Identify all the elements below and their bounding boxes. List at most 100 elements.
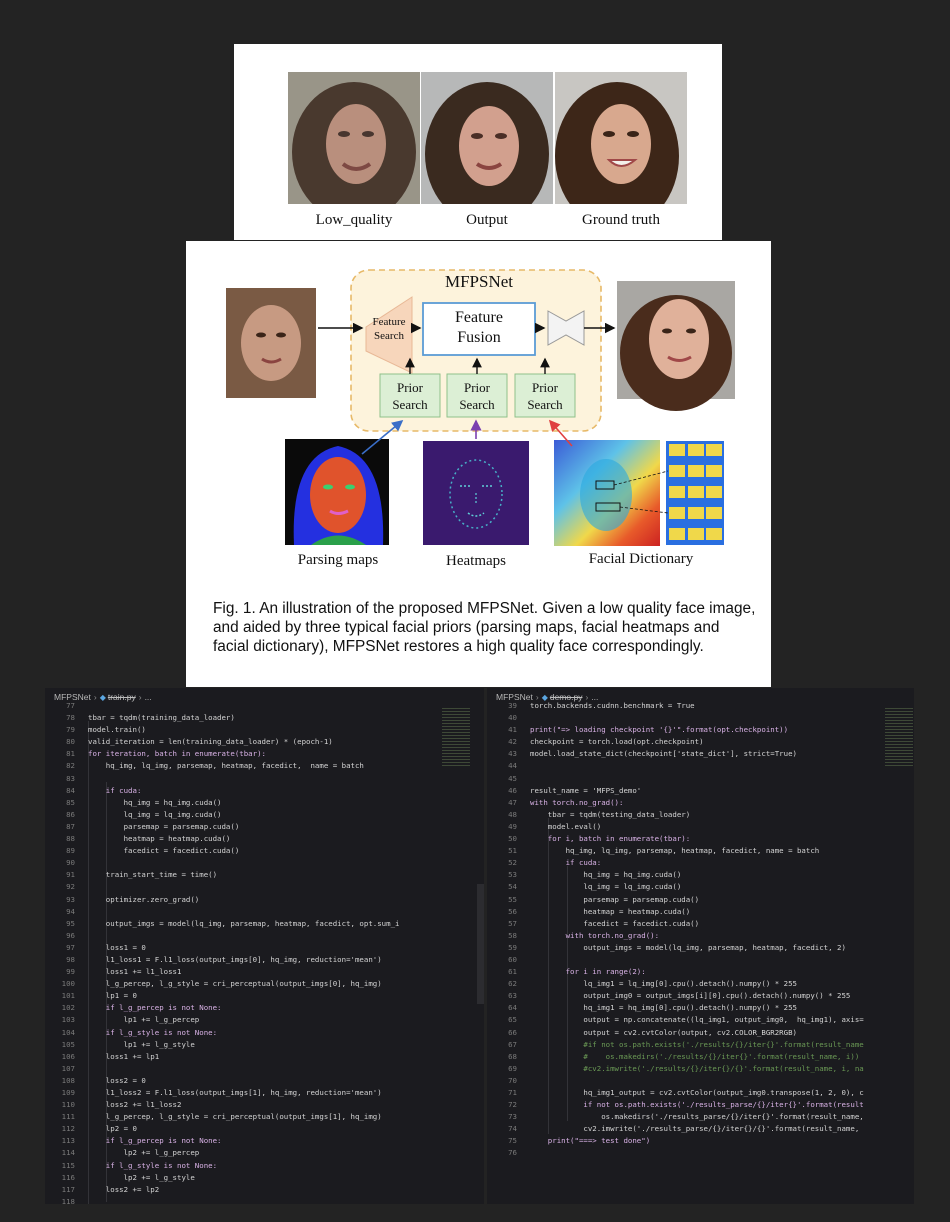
code-line[interactable]: 105 lp1 += l_g_style	[45, 1039, 484, 1051]
code-text[interactable]: heatmap = heatmap.cuda()	[88, 834, 231, 844]
code-text[interactable]: #cv2.imwrite('./results/{}/iter{}/{}'.fo…	[530, 1063, 864, 1073]
code-line[interactable]: 86 lq_img = lq_img.cuda()	[45, 809, 484, 821]
code-line[interactable]: 54 lq_img = lq_img.cuda()	[487, 881, 914, 893]
code-line[interactable]: 72 if not os.path.exists('./results_pars…	[487, 1099, 914, 1111]
code-text[interactable]: l1_loss2 = F.l1_loss(output_imgs[1], hq_…	[88, 1088, 382, 1097]
code-text[interactable]	[75, 773, 88, 785]
code-line[interactable]: 95 output_imgs = model(lq_img, parsemap,…	[45, 918, 484, 930]
code-line[interactable]: 106 loss1 += lp1	[45, 1051, 484, 1063]
code-text[interactable]	[517, 1147, 530, 1159]
code-line[interactable]: 48 tbar = tqdm(testing_data_loader)	[487, 809, 914, 821]
code-line[interactable]: 111 l_g_percep, l_g_style = cri_perceptu…	[45, 1111, 484, 1123]
code-text[interactable]	[75, 857, 88, 869]
minimap[interactable]	[885, 708, 913, 768]
code-line[interactable]: 117 loss2 += lp2	[45, 1184, 484, 1196]
code-text[interactable]	[517, 954, 530, 966]
code-line[interactable]: 51 hq_img, lq_img, parsemap, heatmap, fa…	[487, 845, 914, 857]
code-line[interactable]: 71 hq_img1_output = cv2.cvtColor(output_…	[487, 1087, 914, 1099]
code-line[interactable]: 118	[45, 1196, 484, 1204]
code-text[interactable]	[75, 1196, 88, 1204]
code-line[interactable]: 85 hq_img = hq_img.cuda()	[45, 797, 484, 809]
code-line[interactable]: 82 hq_img, lq_img, parsemap, heatmap, fa…	[45, 760, 484, 772]
code-text[interactable]: result_name = 'MFPS_demo'	[530, 785, 642, 795]
code-text[interactable]	[75, 906, 88, 918]
code-text[interactable]	[517, 773, 530, 785]
code-text[interactable]: output_imgs = model(lq_img, parsemap, he…	[530, 942, 846, 952]
code-line[interactable]: 102 if l_g_percep is not None:	[45, 1002, 484, 1014]
code-text[interactable]: with torch.no_grad():	[530, 930, 660, 940]
code-text[interactable]: lp1 += l_g_style	[88, 1039, 195, 1049]
code-text[interactable]: parsemap = parsemap.cuda()	[530, 894, 700, 904]
code-line[interactable]: 66 output = cv2.cvtColor(output, cv2.COL…	[487, 1027, 914, 1039]
code-line[interactable]: 58 with torch.no_grad():	[487, 930, 914, 942]
code-text[interactable]: for iteration, batch in enumerate(tbar):	[88, 749, 266, 759]
code-line[interactable]: 89 facedict = facedict.cuda()	[45, 845, 484, 857]
code-line[interactable]: 77	[45, 700, 484, 712]
code-text[interactable]: tbar = tqdm(testing_data_loader)	[530, 809, 691, 819]
code-line[interactable]: 73 os.makedirs('./results_parse/{}/iter{…	[487, 1111, 914, 1123]
code-text[interactable]: output = np.concatenate((lq_img1, output…	[530, 1015, 864, 1025]
minimap[interactable]	[442, 708, 470, 768]
code-text[interactable]: if cuda:	[530, 858, 602, 868]
code-text[interactable]	[75, 1063, 88, 1075]
code-text[interactable]: lq_img1 = lq_img[0].cpu().detach().numpy…	[530, 979, 797, 989]
code-line[interactable]: 75 print("===> test done")	[487, 1135, 914, 1147]
breadcrumb-file[interactable]: train.py	[107, 692, 136, 702]
code-line[interactable]: 88 heatmap = heatmap.cuda()	[45, 833, 484, 845]
code-line[interactable]: 40	[487, 712, 914, 724]
code-line[interactable]: 67 #if not os.path.exists('./results/{}/…	[487, 1039, 914, 1051]
code-line[interactable]: 104 if l_g_style is not None:	[45, 1027, 484, 1039]
code-line[interactable]: 101 lp1 = 0	[45, 990, 484, 1002]
code-text[interactable]: for i in range(2):	[530, 967, 646, 977]
code-text[interactable]: loss1 += l1_loss1	[88, 967, 182, 977]
code-text[interactable]: lp2 += l_g_style	[88, 1172, 195, 1182]
breadcrumb-file[interactable]: demo.py	[549, 692, 583, 702]
code-text[interactable]	[517, 712, 530, 724]
code-line[interactable]: 103 lp1 += l_g_percep	[45, 1014, 484, 1026]
code-text[interactable]: if not os.path.exists('./results_parse/{…	[530, 1100, 864, 1110]
code-line[interactable]: 84 if cuda:	[45, 785, 484, 797]
code-text[interactable]: lp1 = 0	[88, 991, 137, 1001]
code-text[interactable]: output = cv2.cvtColor(output, cv2.COLOR_…	[530, 1027, 797, 1037]
code-line[interactable]: 53 hq_img = hq_img.cuda()	[487, 869, 914, 881]
code-text[interactable]: lq_img = lq_img.cuda()	[530, 882, 682, 892]
code-line[interactable]: 100 l_g_percep, l_g_style = cri_perceptu…	[45, 978, 484, 990]
code-text[interactable]: loss2 = 0	[88, 1075, 146, 1085]
code-text[interactable]: parsemap = parsemap.cuda()	[88, 821, 240, 831]
code-text[interactable]: hq_img1_output = cv2.cvtColor(output_img…	[530, 1088, 864, 1097]
code-text[interactable]: hq_img = hq_img.cuda()	[88, 797, 222, 807]
code-line[interactable]: 98 l1_loss1 = F.l1_loss(output_imgs[0], …	[45, 954, 484, 966]
code-line[interactable]: 90	[45, 857, 484, 869]
code-text[interactable]: if l_g_style is not None:	[88, 1027, 218, 1037]
code-text[interactable]: print("===> test done")	[530, 1136, 651, 1146]
code-text[interactable]: model.train()	[88, 725, 146, 735]
code-line[interactable]: 62 lq_img1 = lq_img[0].cpu().detach().nu…	[487, 978, 914, 990]
code-text[interactable]: torch.backends.cudnn.benchmark = True	[530, 701, 695, 710]
scrollbar[interactable]	[477, 884, 484, 1004]
code-text[interactable]: loss2 += l1_loss2	[88, 1100, 182, 1110]
code-line[interactable]: 87 parsemap = parsemap.cuda()	[45, 821, 484, 833]
code-text[interactable]: hq_img, lq_img, parsemap, heatmap, faced…	[88, 761, 364, 771]
code-text[interactable]: heatmap = heatmap.cuda()	[530, 906, 691, 916]
code-line[interactable]: 110 loss2 += l1_loss2	[45, 1099, 484, 1111]
code-line[interactable]: 65 output = np.concatenate((lq_img1, out…	[487, 1014, 914, 1026]
code-line[interactable]: 49 model.eval()	[487, 821, 914, 833]
code-text[interactable]: if l_g_style is not None:	[88, 1160, 218, 1170]
breadcrumb-root[interactable]: MFPSNet	[54, 692, 91, 702]
code-text[interactable]: hq_img1 = hq_img[0].cpu().detach().numpy…	[530, 1003, 797, 1013]
code-text[interactable]	[517, 1075, 530, 1087]
code-line[interactable]: 83	[45, 773, 484, 785]
code-text[interactable]: loss1 = 0	[88, 942, 146, 952]
code-line[interactable]: 52 if cuda:	[487, 857, 914, 869]
code-line[interactable]: 64 hq_img1 = hq_img[0].cpu().detach().nu…	[487, 1002, 914, 1014]
